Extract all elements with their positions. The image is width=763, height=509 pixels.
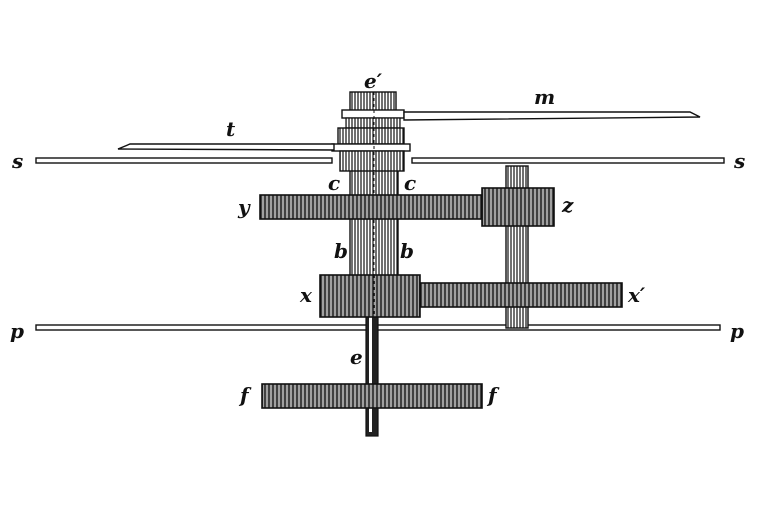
label-s-right: s bbox=[733, 149, 745, 173]
cannon-pipe-bc bbox=[349, 159, 399, 289]
label-s-left: s bbox=[11, 149, 23, 173]
label-x: x bbox=[299, 283, 313, 307]
label-b-right: b bbox=[400, 239, 414, 263]
label-y: y bbox=[237, 195, 251, 219]
hand-t bbox=[117, 143, 335, 151]
pinion-z bbox=[481, 187, 555, 227]
wheel-f bbox=[261, 383, 483, 409]
label-c-left: c bbox=[328, 171, 340, 195]
hand-m bbox=[403, 111, 701, 121]
wheel-y bbox=[259, 194, 483, 220]
wheel-x-prime bbox=[419, 282, 623, 308]
label-c-right: c bbox=[404, 171, 416, 195]
arbor-e bbox=[365, 309, 379, 437]
label-f-right: f bbox=[486, 383, 500, 407]
label-x-prime: x′ bbox=[627, 283, 646, 307]
label-f-left: f bbox=[238, 383, 252, 407]
label-b-left: b bbox=[334, 239, 348, 263]
label-e-prime: e′ bbox=[364, 69, 383, 93]
label-p-left: p bbox=[10, 319, 24, 343]
label-e: e bbox=[350, 345, 363, 369]
plate-s bbox=[35, 157, 725, 164]
label-m: m bbox=[534, 85, 555, 109]
hour-pipe-stack bbox=[331, 91, 411, 172]
label-p-right: p bbox=[730, 319, 744, 343]
pinion-x bbox=[319, 274, 421, 318]
label-t: t bbox=[226, 117, 236, 141]
label-z: z bbox=[561, 193, 574, 217]
